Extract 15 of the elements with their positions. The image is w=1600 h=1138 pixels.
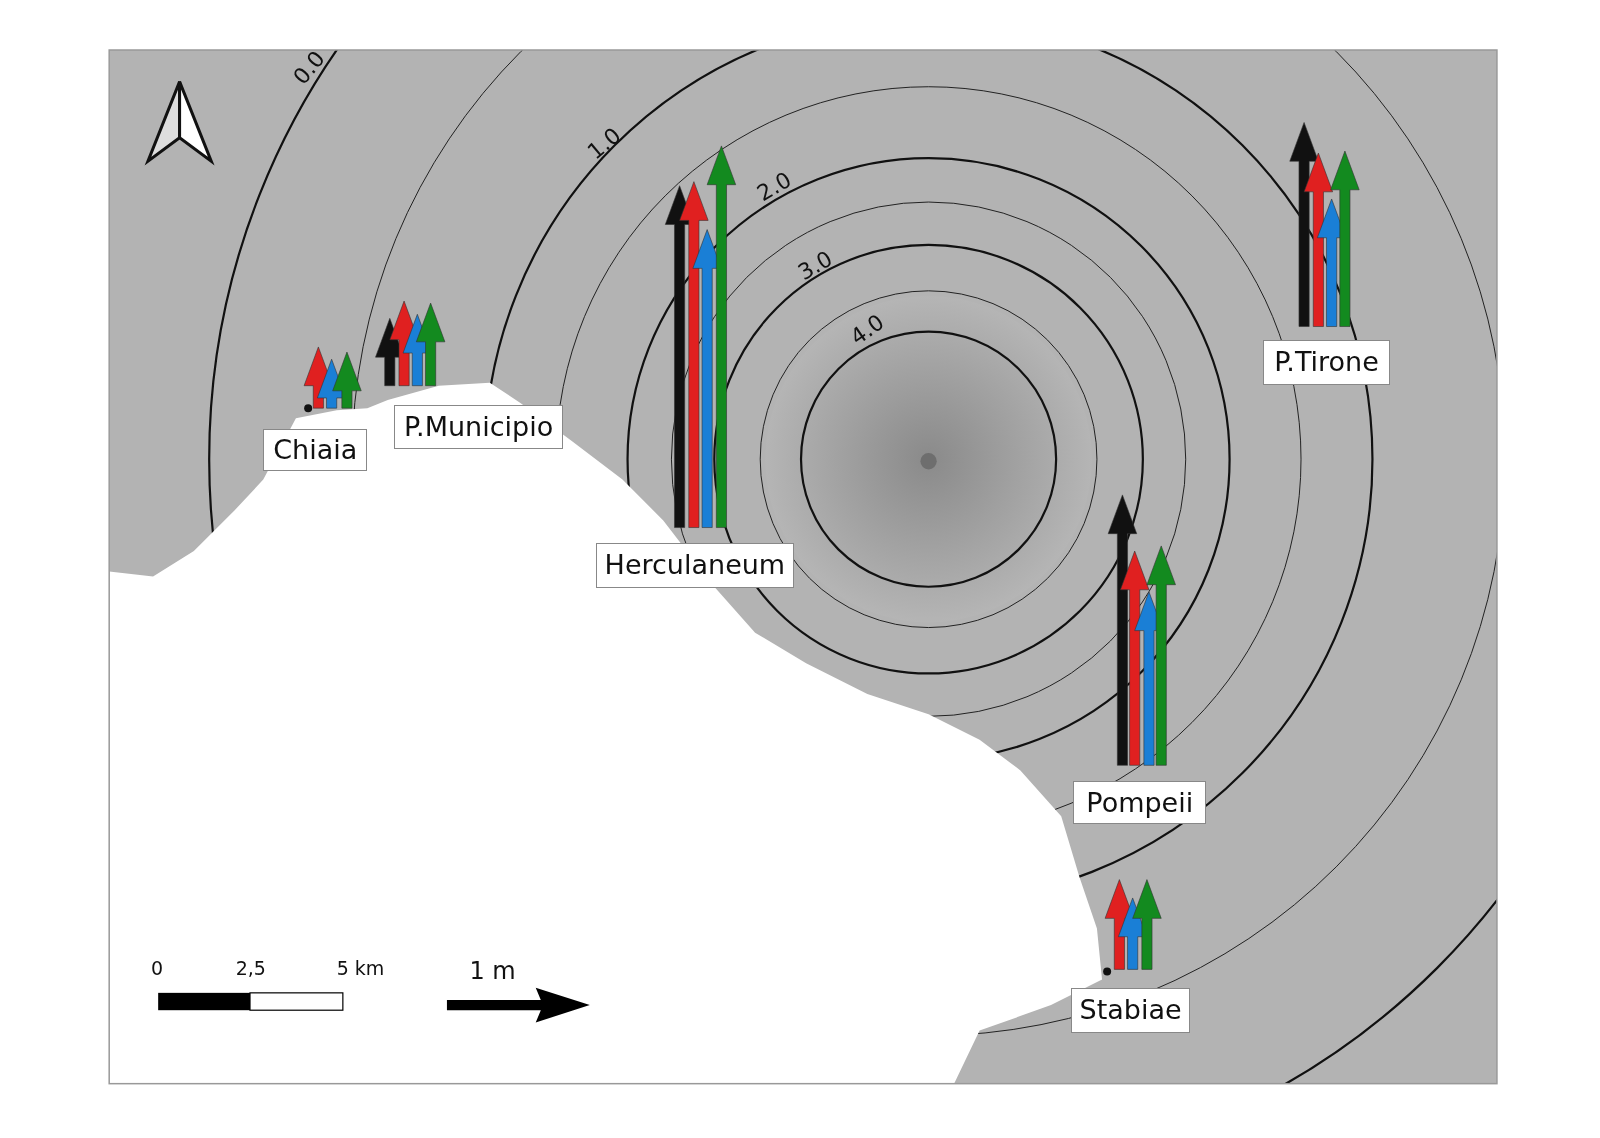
scale-unit-label: 5 km [336, 959, 385, 979]
site-label: Chiaia [263, 428, 368, 472]
site-label: Herculaneum [595, 542, 794, 588]
contour-label: 2.0 [754, 168, 796, 205]
scale-tick-label: 0 [151, 959, 164, 979]
scale-arrow-label: 1 m [469, 959, 516, 984]
site-label: P.Municipio [393, 405, 564, 449]
site-label: Pompeii [1073, 780, 1207, 825]
scale-tick-label: 2,5 [235, 959, 266, 979]
contour-label: 1.0 [583, 123, 625, 164]
site-label: Stabiae [1071, 987, 1190, 1033]
contour-label: 4.0 [846, 311, 889, 350]
contour-label: 3.0 [794, 247, 837, 285]
contour-label: 0.0 [289, 47, 329, 89]
site-label: P.Tirone [1263, 339, 1390, 385]
